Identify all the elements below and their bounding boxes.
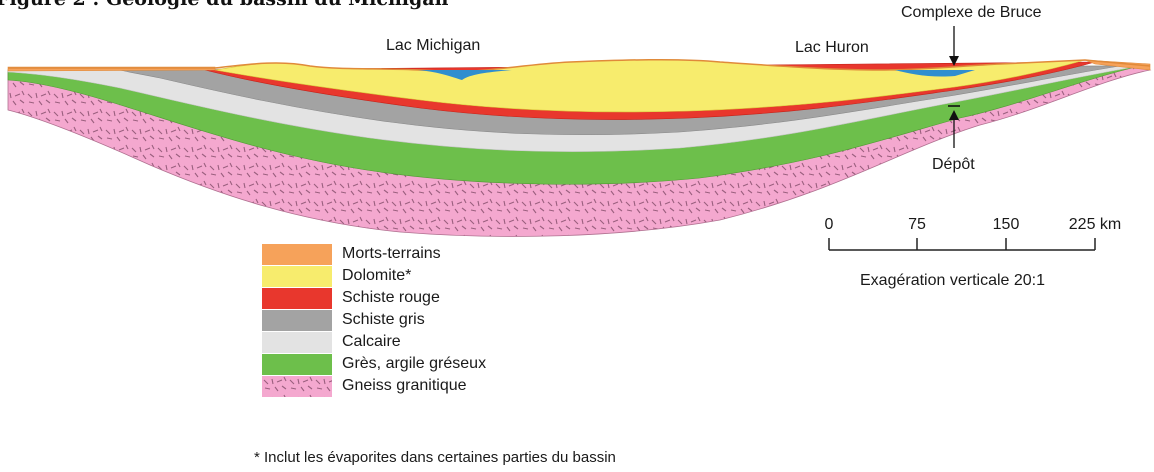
scale-caption: Exagération verticale 20:1	[860, 272, 1045, 290]
label-complexe-de-bruce: Complexe de Bruce	[901, 4, 1042, 22]
swatch-dolomite	[262, 266, 332, 287]
scale-bar-graphic	[829, 238, 1095, 250]
swatch-calcaire	[262, 332, 332, 353]
scale-tick-225: 225 km	[1069, 216, 1121, 234]
scale-tick-75: 75	[908, 216, 926, 234]
legend-label: Morts-terrains	[342, 245, 441, 263]
swatch-gneiss-granitique	[262, 376, 332, 397]
scale-tick-0: 0	[825, 216, 834, 234]
legend-label: Schiste gris	[342, 311, 425, 329]
legend-label: Dolomite*	[342, 267, 411, 285]
swatch-gres	[262, 354, 332, 375]
scale-tick-150: 150	[993, 216, 1020, 234]
label-lac-huron: Lac Huron	[795, 39, 869, 57]
legend-label: Grès, argile gréseux	[342, 355, 486, 373]
label-depot: Dépôt	[932, 156, 975, 174]
footnote: * Inclut les évaporites dans certaines p…	[254, 449, 616, 466]
legend-label: Schiste rouge	[342, 289, 440, 307]
legend-label: Gneiss granitique	[342, 377, 467, 395]
swatch-morts-terrains	[262, 244, 332, 265]
label-lac-michigan: Lac Michigan	[386, 37, 480, 55]
legend-label: Calcaire	[342, 333, 401, 351]
swatch-schiste-gris	[262, 310, 332, 331]
swatch-schiste-rouge	[262, 288, 332, 309]
